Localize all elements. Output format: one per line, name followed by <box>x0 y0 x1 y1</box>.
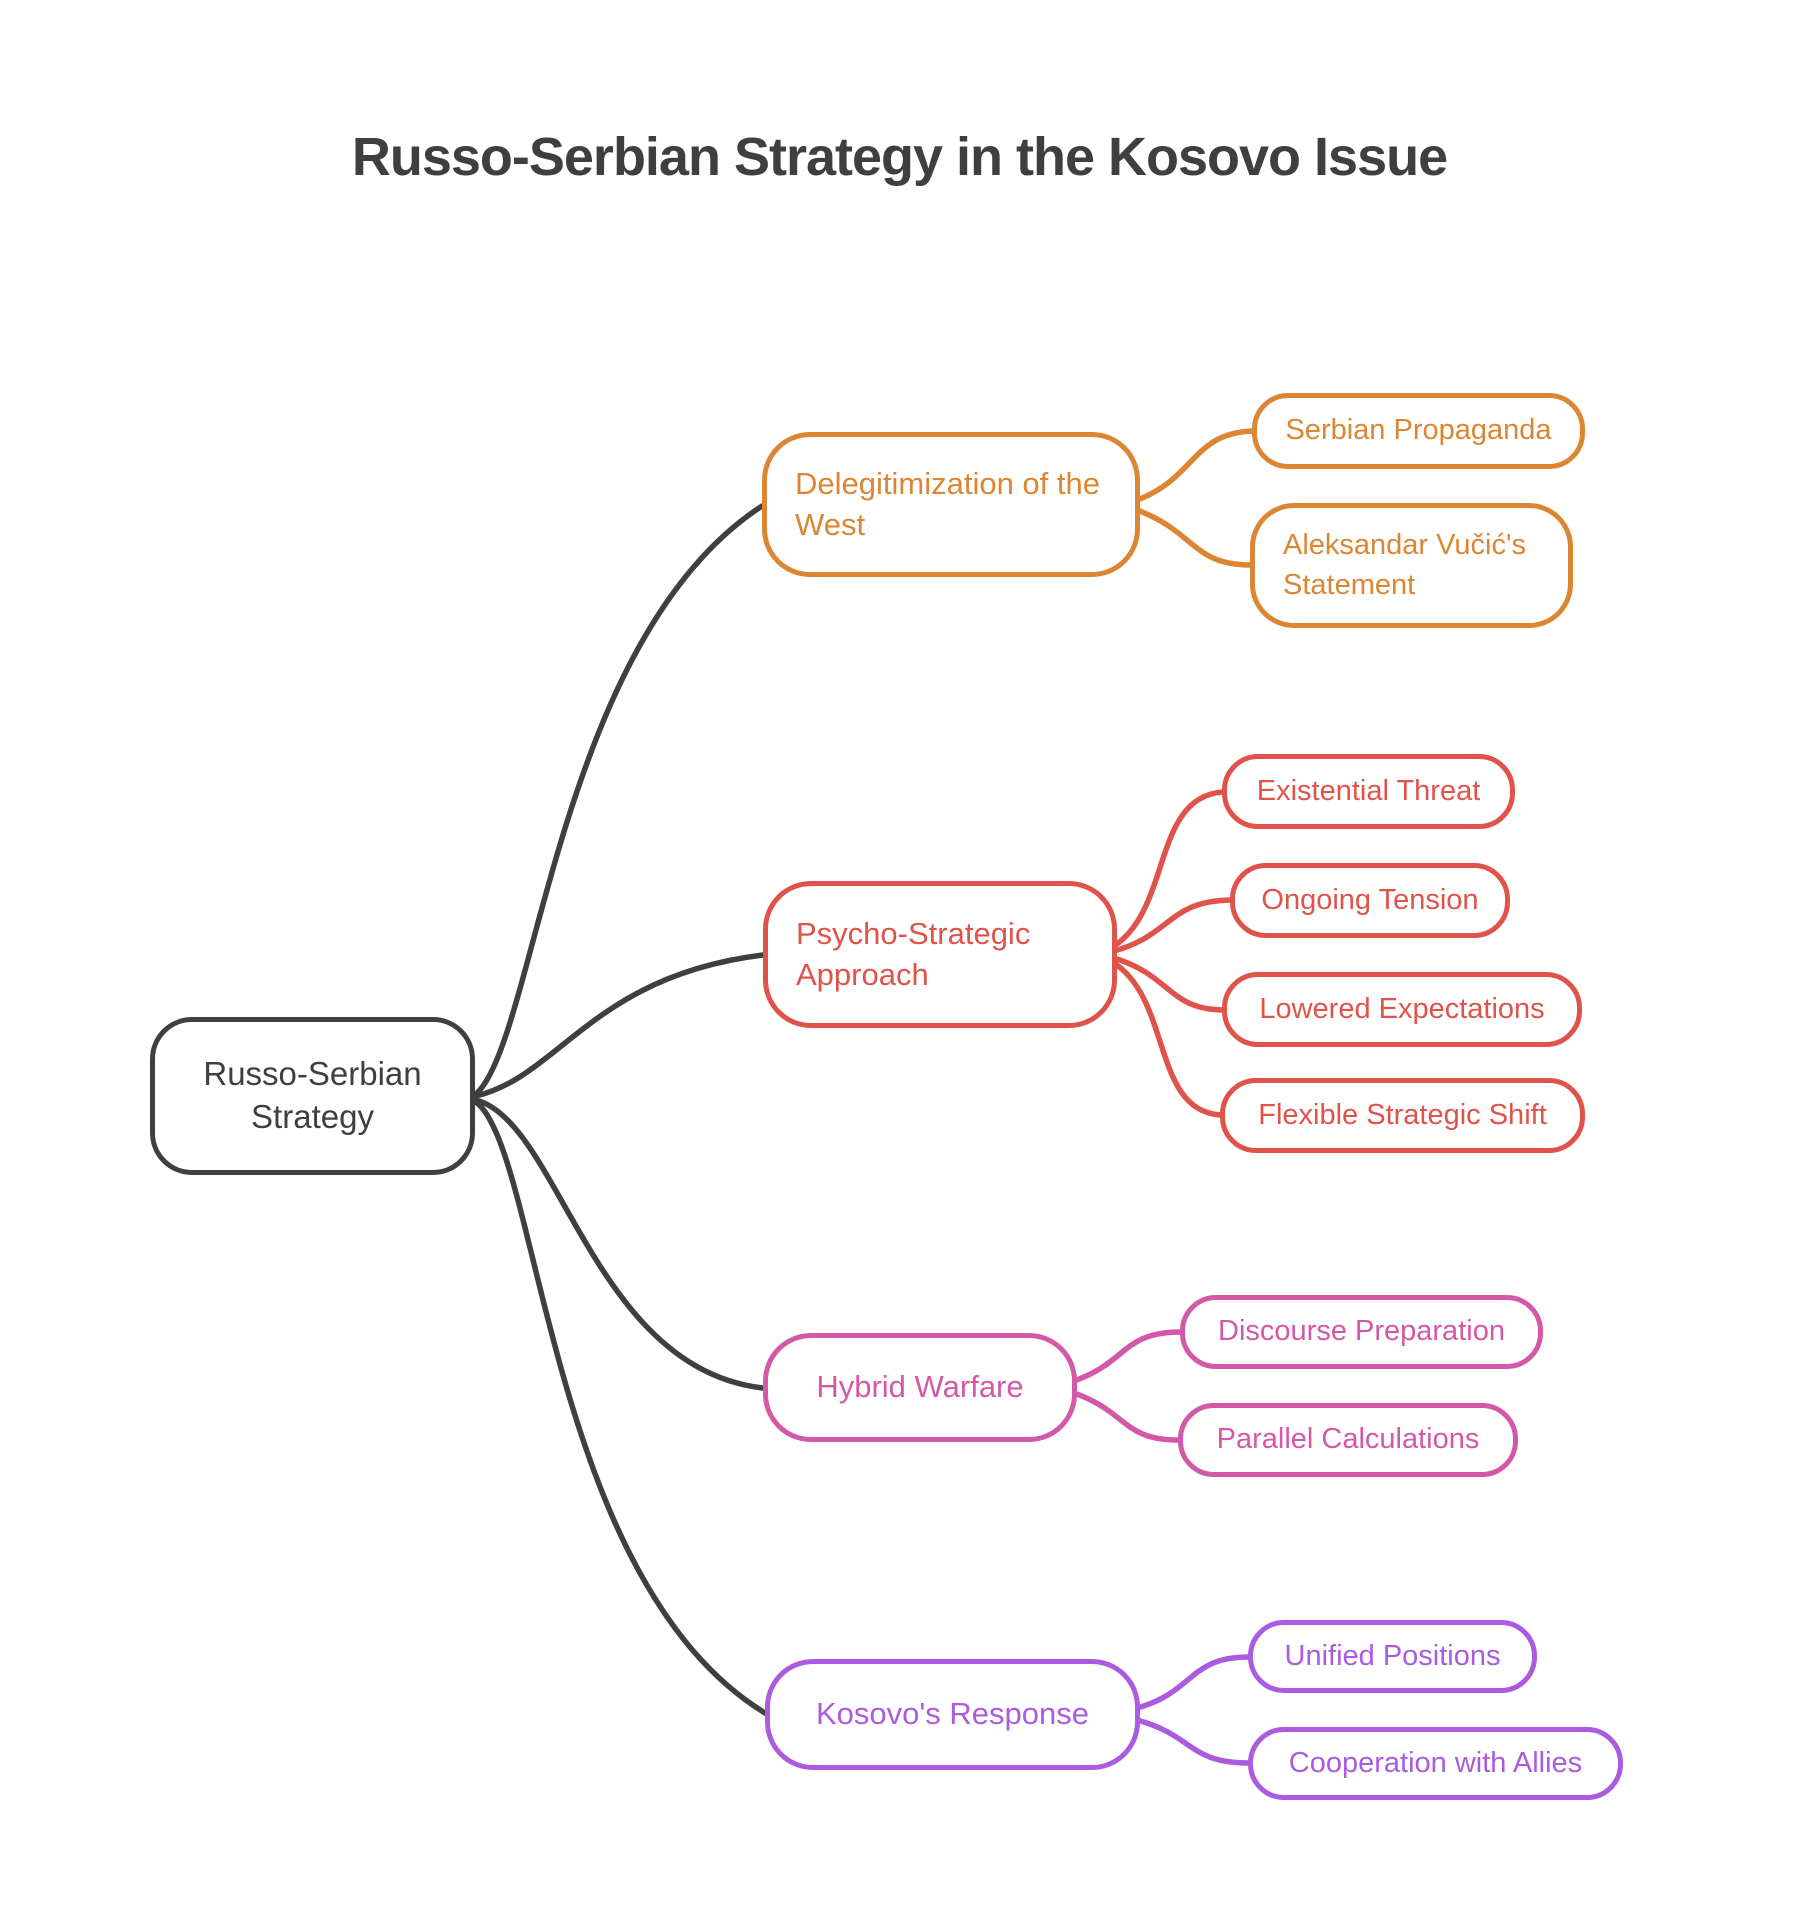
edge-root-to-hybrid-warfare <box>473 1097 766 1391</box>
child-node-label: Existential Threat <box>1256 774 1481 807</box>
child-node-label: Aleksandar Vučić's Statement <box>1283 529 1527 601</box>
edge-root-to-kosovo-response <box>473 1099 768 1716</box>
child-node-parallel-calculations: Parallel Calculations <box>1178 1403 1518 1477</box>
child-node-label: Cooperation with Allies <box>1288 1746 1583 1779</box>
branch-node-psycho-strategic-approach: Psycho-Strategic Approach <box>763 881 1117 1028</box>
child-node-label: Lowered Expectations <box>1259 992 1545 1025</box>
branch-node-kosovos-response: Kosovo's Response <box>765 1659 1140 1770</box>
edge-hybrid-to-parallel-calculations <box>1071 1390 1182 1443</box>
child-node-aleksandar-vucic-statement: Aleksandar Vučić's Statement <box>1250 503 1573 628</box>
child-node-discourse-preparation: Discourse Preparation <box>1180 1295 1543 1369</box>
edge-psycho-to-existential-threat <box>1111 789 1226 949</box>
child-node-label: Ongoing Tension <box>1261 883 1479 916</box>
child-node-label: Serbian Propaganda <box>1285 414 1552 447</box>
child-node-serbian-propaganda: Serbian Propaganda <box>1252 393 1585 469</box>
root-node-russo-serbian-strategy: Russo-Serbian Strategy <box>150 1017 475 1175</box>
edge-delegitimization-to-serbian-propaganda <box>1134 428 1256 503</box>
branch-node-label: Kosovo's Response <box>815 1696 1090 1732</box>
branch-node-hybrid-warfare: Hybrid Warfare <box>763 1333 1077 1442</box>
edge-kosovo-to-cooperation-allies <box>1134 1717 1252 1766</box>
root-node-label: Russo-Serbian Strategy <box>203 1055 422 1135</box>
child-node-existential-threat: Existential Threat <box>1222 754 1515 829</box>
child-node-ongoing-tension: Ongoing Tension <box>1230 863 1510 938</box>
edge-hybrid-to-discourse-preparation <box>1071 1329 1184 1384</box>
branch-node-delegitimization-of-the-west: Delegitimization of the West <box>762 432 1140 577</box>
child-node-label: Flexible Strategic Shift <box>1258 1098 1547 1131</box>
edge-psycho-to-flexible-shift <box>1111 960 1224 1118</box>
child-node-unified-positions: Unified Positions <box>1248 1620 1537 1693</box>
child-node-label: Discourse Preparation <box>1218 1315 1505 1348</box>
child-node-label: Parallel Calculations <box>1216 1423 1480 1456</box>
branch-node-label: Delegitimization of the West <box>795 466 1100 542</box>
edge-root-to-psycho-strategic <box>473 952 766 1099</box>
diagram-title: Russo-Serbian Strategy in the Kosovo Iss… <box>351 127 1448 187</box>
edge-root-to-delegitimization <box>473 503 765 1097</box>
branch-node-label: Psycho-Strategic Approach <box>796 916 1031 992</box>
child-node-label: Unified Positions <box>1284 1639 1501 1672</box>
edge-psycho-to-lowered-expectations <box>1111 955 1226 1013</box>
branch-node-label: Hybrid Warfare <box>816 1369 1024 1405</box>
edge-psycho-to-ongoing-tension <box>1111 897 1234 954</box>
edge-kosovo-to-unified-positions <box>1134 1654 1252 1711</box>
edge-delegitimization-to-vucic-statement <box>1134 507 1254 568</box>
child-node-cooperation-with-allies: Cooperation with Allies <box>1248 1727 1623 1800</box>
child-node-flexible-strategic-shift: Flexible Strategic Shift <box>1220 1078 1585 1153</box>
child-node-lowered-expectations: Lowered Expectations <box>1222 972 1582 1047</box>
